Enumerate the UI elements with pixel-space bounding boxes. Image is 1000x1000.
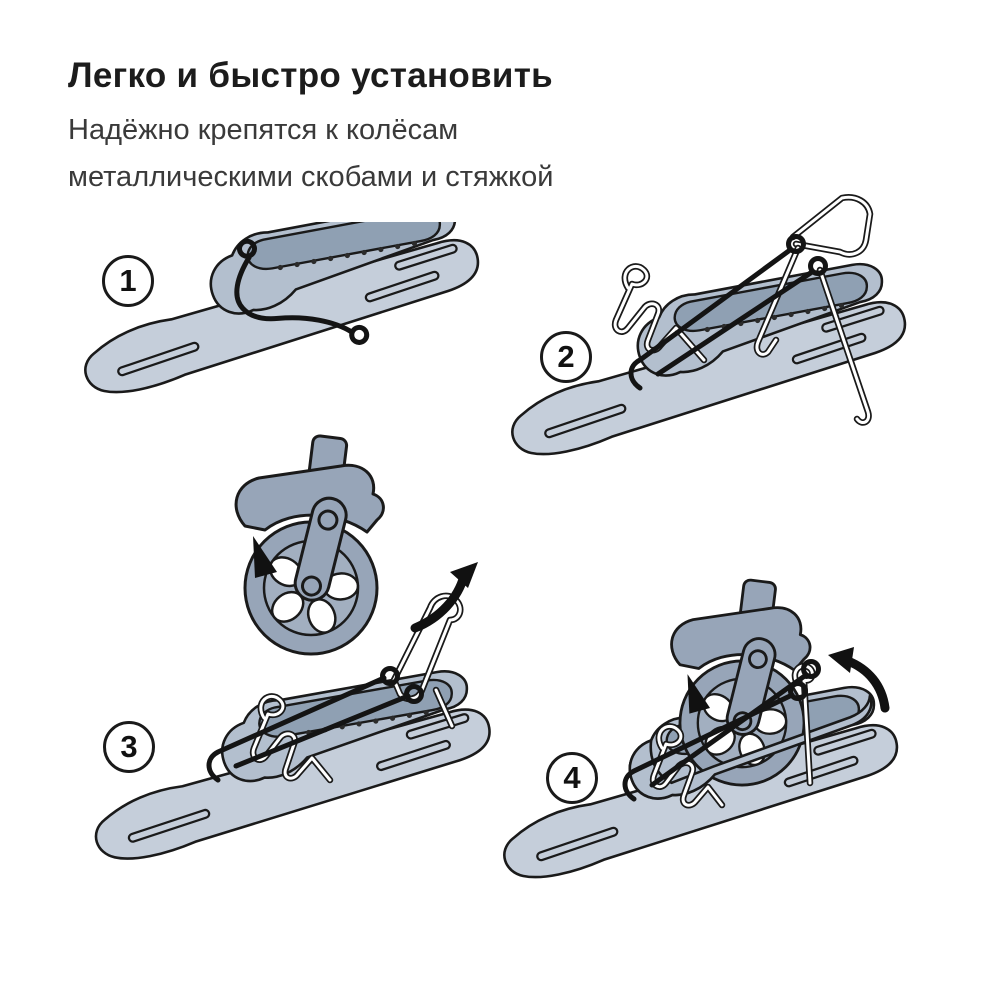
strap-loop-end <box>404 684 424 704</box>
strap-loop-end <box>801 659 821 679</box>
binding-front <box>628 694 873 800</box>
metal-bracket-left <box>649 723 726 809</box>
strap <box>628 234 828 391</box>
step-2-figure <box>500 194 915 464</box>
strap <box>234 238 370 345</box>
rotation-arrow <box>410 562 478 633</box>
step-4-number-badge: 4 <box>546 752 598 804</box>
metal-bracket-right <box>753 194 874 426</box>
metal-bracket-left <box>249 693 334 784</box>
strap-loop-end <box>237 238 258 259</box>
step-2-number: 2 <box>557 339 575 374</box>
metal-bracket-right <box>791 662 816 787</box>
step-3-figure <box>78 433 503 880</box>
metal-bracket-left <box>611 263 708 364</box>
step-1-illustration <box>75 222 490 412</box>
strap-loop-end <box>788 681 808 701</box>
strap-loop-end <box>349 324 370 345</box>
step-4-figure <box>492 577 920 895</box>
wheel-assembly <box>234 433 385 656</box>
step-1-figure <box>75 222 490 412</box>
strap-loop-end <box>786 234 806 254</box>
strap <box>622 659 821 802</box>
step-4-illustration <box>492 553 920 895</box>
step-2-number-badge: 2 <box>540 331 592 383</box>
subtitle-line-2: металлическими скобами и стяжкой <box>68 161 554 193</box>
step-3-number-badge: 3 <box>103 721 155 773</box>
step-3-number: 3 <box>120 729 138 764</box>
strap-loop-end <box>380 666 400 686</box>
strap <box>206 666 424 783</box>
step-3-illustration <box>78 428 503 880</box>
strap-loop-end <box>808 256 828 276</box>
ski <box>75 222 490 406</box>
rotation-arrow <box>828 647 890 713</box>
step-2-illustration <box>500 192 915 464</box>
subtitle-line-1: Надёжно крепятся к колёсам <box>68 114 459 146</box>
page-title: Легко и быстро установить <box>68 56 553 95</box>
step-1-number: 1 <box>119 263 137 298</box>
step-4-number: 4 <box>563 760 581 795</box>
step-1-number-badge: 1 <box>102 255 154 307</box>
